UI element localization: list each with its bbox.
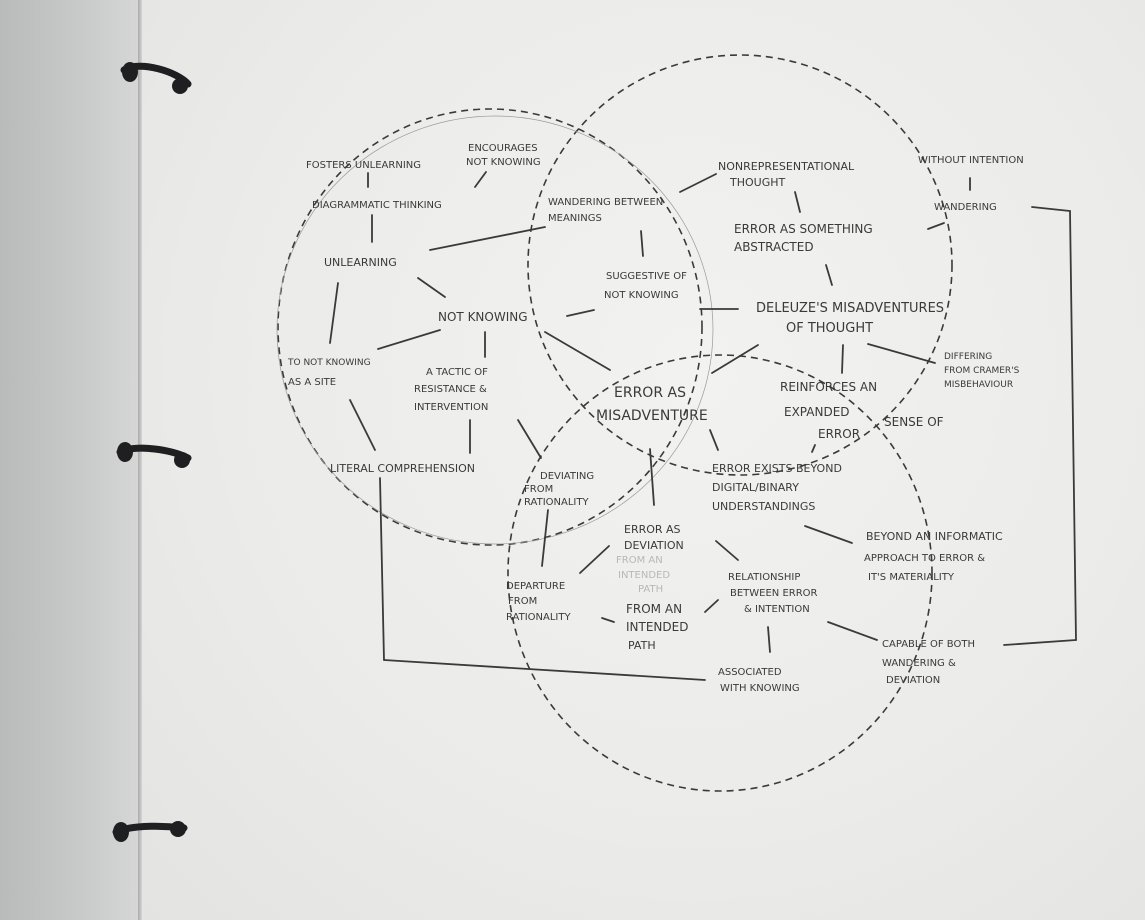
label-relationship-1: RELATIONSHIP: [728, 572, 800, 583]
label-error-abstracted-1: ERROR AS SOMETHING: [734, 222, 873, 236]
label-reinforces-2: EXPANDED: [784, 405, 850, 419]
binder-ring-bottom: [112, 821, 188, 842]
label-intended-path-2: INTENDED: [626, 620, 688, 634]
circle-right: [527, 54, 953, 476]
label-wandering-between-1: WANDERING BETWEEN: [548, 197, 663, 208]
circle-bottom: [507, 354, 933, 792]
diagram-labels: FOSTERS UNLEARNING ENCOURAGES NOT KNOWIN…: [287, 143, 1024, 694]
label-differing-1: DIFFERING: [944, 352, 992, 362]
label-erased-2: INTENDED: [618, 570, 670, 581]
label-beyond-3: IT'S MATERIALITY: [868, 572, 955, 583]
label-deleuze-2: OF THOUGHT: [786, 321, 873, 336]
binder-ring-top: [120, 62, 192, 94]
label-error-misadventure-2: MISADVENTURE: [596, 408, 708, 424]
label-suggestive-1: SUGGESTIVE OF: [606, 271, 687, 282]
label-beyond-2: APPROACH TO ERROR &: [864, 553, 985, 564]
label-error-misadventure-1: ERROR AS: [614, 385, 686, 401]
label-relationship-3: & INTENTION: [744, 604, 810, 615]
label-relationship-2: BETWEEN ERROR: [730, 588, 818, 599]
label-differing-3: MISBEHAVIOUR: [944, 380, 1013, 390]
binder-ring-middle: [116, 442, 192, 468]
label-erased-1: FROM AN: [616, 555, 663, 566]
label-diagrammatic-thinking: DIAGRAMMATIC THINKING: [312, 200, 442, 211]
page-edge: [138, 0, 144, 920]
label-reinforces-4: ERROR: [818, 427, 860, 441]
label-error-exists-3: UNDERSTANDINGS: [712, 500, 815, 513]
connector-lines: [329, 171, 1077, 681]
label-intended-path-3: PATH: [628, 639, 656, 652]
label-wandering: WANDERING: [934, 202, 997, 213]
label-error-deviation-2: DEVIATION: [624, 539, 684, 552]
label-not-knowing-site-1: TO NOT KNOWING: [287, 358, 371, 368]
label-capable-2: WANDERING &: [882, 658, 956, 669]
label-error-deviation-1: ERROR AS: [624, 523, 681, 536]
label-tactic-1: A TACTIC OF: [426, 367, 488, 378]
label-fosters-unlearning: FOSTERS UNLEARNING: [306, 160, 421, 171]
label-tactic-3: INTERVENTION: [414, 402, 488, 413]
label-nonrepresentational-2: THOUGHT: [729, 176, 785, 189]
label-error-exists-2: DIGITAL/BINARY: [712, 481, 799, 494]
label-literal-comprehension: LITERAL COMPREHENSION: [330, 462, 475, 475]
label-error-abstracted-2: ABSTRACTED: [734, 240, 814, 254]
label-reinforces-3: SENSE OF: [884, 415, 944, 429]
label-reinforces-1: REINFORCES AN: [780, 380, 877, 394]
label-unlearning: UNLEARNING: [324, 256, 397, 269]
label-deviating-1: DEVIATING: [540, 471, 594, 482]
label-intended-path-1: FROM AN: [626, 602, 682, 616]
label-deleuze-1: DELEUZE'S MISADVENTURES: [756, 301, 944, 316]
label-without-intention: WITHOUT INTENTION: [918, 155, 1024, 166]
label-departure-1: DEPARTURE: [506, 581, 565, 592]
label-tactic-2: RESISTANCE &: [414, 384, 487, 395]
label-associated-2: WITH KNOWING: [720, 683, 800, 694]
label-differing-2: FROM CRAMER'S: [944, 366, 1020, 376]
label-deviating-2: FROM: [524, 484, 553, 495]
label-deviating-3: RATIONALITY: [524, 497, 589, 508]
label-departure-2: FROM: [508, 596, 537, 607]
label-encourages-2: NOT KNOWING: [466, 157, 541, 168]
label-associated-1: ASSOCIATED: [718, 667, 782, 678]
label-encourages-1: ENCOURAGES: [468, 143, 538, 154]
label-beyond-1: BEYOND AN INFORMATIC: [866, 530, 1003, 543]
label-suggestive-2: NOT KNOWING: [604, 290, 679, 301]
circle-left: [277, 108, 703, 546]
label-not-knowing-site-2: AS A SITE: [288, 377, 336, 388]
pencil-circle-faint: [276, 115, 714, 545]
notebook-page: [142, 0, 1145, 920]
label-departure-3: RATIONALITY: [506, 612, 571, 623]
label-not-knowing: NOT KNOWING: [438, 310, 528, 324]
label-capable-3: DEVIATION: [886, 675, 940, 686]
left-page: [0, 0, 142, 920]
label-nonrepresentational-1: NONREPRESENTATIONAL: [718, 160, 855, 173]
label-erased-3: PATH: [638, 584, 663, 595]
label-wandering-between-2: MEANINGS: [548, 213, 602, 224]
label-capable-1: CAPABLE OF BOTH: [882, 639, 975, 650]
label-error-exists-1: ERROR EXISTS BEYOND: [712, 462, 842, 475]
